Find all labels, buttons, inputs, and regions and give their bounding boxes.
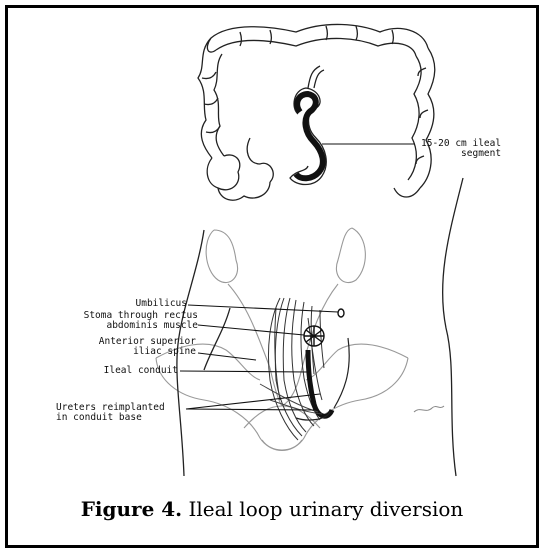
- label-stoma: Stoma through rectus abdominis muscle: [48, 311, 198, 331]
- stoma-icon: [304, 326, 324, 346]
- label-umbilicus: Umbilicus: [108, 299, 187, 309]
- label-ileal-conduit: Ileal conduit: [68, 366, 178, 376]
- umbilicus-icon: [338, 309, 344, 317]
- figure-frame: 15-20 cm ileal segment Umbilicus Stoma t…: [5, 5, 539, 548]
- figure-caption: Figure 4. Ileal loop urinary diversion: [8, 497, 536, 521]
- caption-figure-number: Figure 4.: [81, 497, 182, 521]
- label-anterior-superior-iliac-spine: Anterior superior iliac spine: [68, 337, 196, 357]
- caption-text: Ileal loop urinary diversion: [182, 497, 463, 521]
- signature-mark: [414, 406, 444, 412]
- label-ileal-segment: 15-20 cm ileal segment: [421, 139, 501, 159]
- colon-drawing: [198, 24, 435, 200]
- label-ureters: Ureters reimplanted in conduit base: [56, 403, 165, 423]
